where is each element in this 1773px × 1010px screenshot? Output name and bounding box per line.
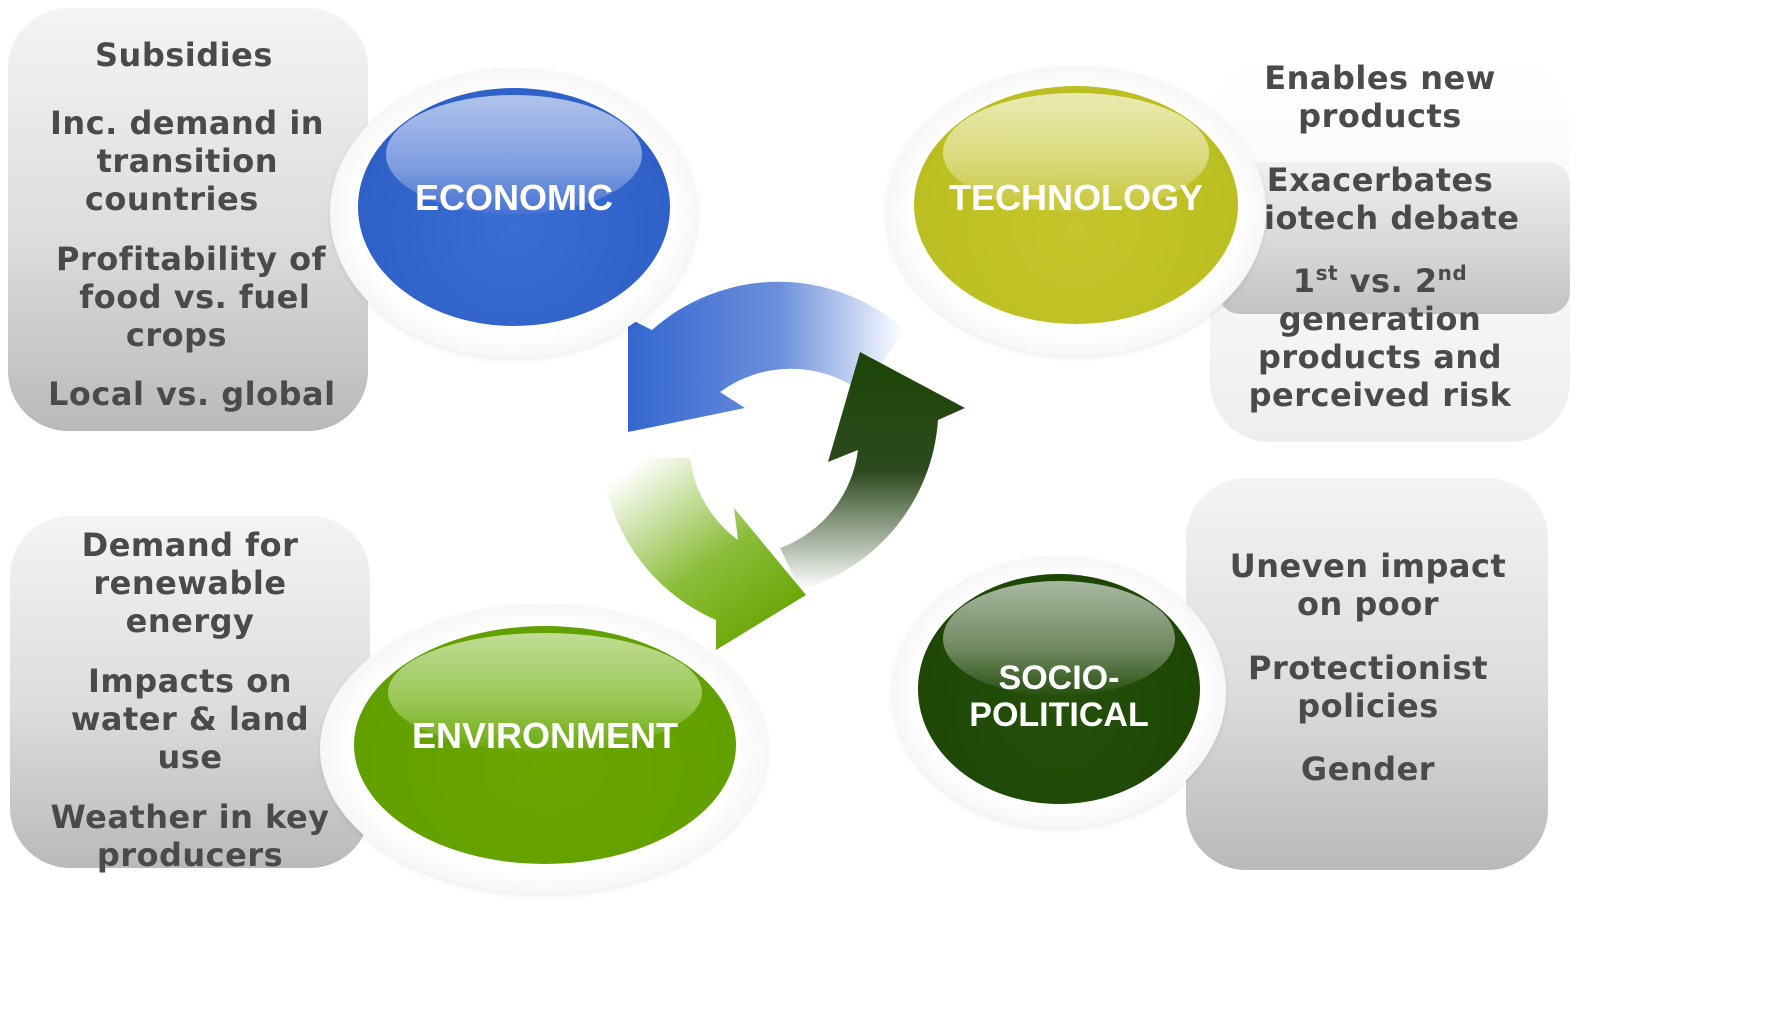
generation-rest: generation products and perceived risk [1248,300,1512,414]
economic-item-profitability: Profitability of food vs. fuel crops [56,240,327,354]
environment-orb: ENVIRONMENT [354,626,736,864]
arrow-dark-green [780,352,965,590]
environment-orb-highlight [388,633,702,753]
socio-political-label: SOCIO- POLITICAL [969,659,1149,734]
technology-item-new-products: Enables new products [1264,59,1496,135]
economic-item-subsidies: Subsidies [95,36,273,74]
environment-item-weather: Weather in key producers [50,798,330,874]
technology-item-generation: 1st vs. 2nd generation products and perc… [1230,262,1530,414]
environment-label: ENVIRONMENT [411,715,678,756]
socio-political-panel [1186,478,1548,870]
economic-label: ECONOMIC [415,177,613,218]
environment-item-demand: Demand for renewable energy [81,526,299,640]
generation-vs: vs. 2 [1338,262,1438,300]
socio-political-orb-highlight [943,580,1175,696]
socio-item-gender: Gender [1300,750,1436,788]
generation-first-sup: st [1315,261,1339,285]
arrow-blue [628,281,905,432]
economic-orb-highlight [386,95,642,215]
technology-panel-band [1218,162,1570,314]
generation-second-sup: nd [1437,261,1468,285]
economic-item-demand: Inc. demand in transition countries [50,104,325,218]
arrow-green [602,458,806,650]
economic-item-local-global: Local vs. global [48,375,336,413]
economic-panel [8,8,368,431]
socio-political-orb: SOCIO- POLITICAL [918,574,1200,804]
socio-item-protectionist: Protectionist policies [1247,649,1489,725]
technology-orb: TECHNOLOGY [914,86,1238,324]
economic-orb: ECONOMIC [358,88,670,326]
environment-panel [10,516,370,868]
generation-first-num: 1 [1292,262,1316,300]
technology-label: TECHNOLOGY [948,177,1203,218]
socio-item-uneven: Uneven impact on poor [1229,547,1507,623]
technology-orb-highlight [943,93,1209,213]
environment-item-impacts: Impacts on water & land use [70,662,310,776]
